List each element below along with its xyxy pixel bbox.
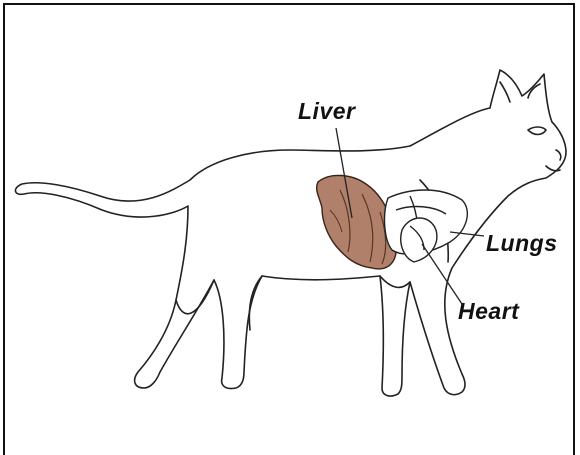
liver-label: Liver [298, 98, 355, 125]
heart-leader-line [422, 244, 462, 304]
lungs-label: Lungs [486, 230, 558, 257]
heart-label: Heart [458, 298, 519, 325]
cat-body-outline [15, 70, 566, 396]
heart-organ [401, 218, 437, 262]
